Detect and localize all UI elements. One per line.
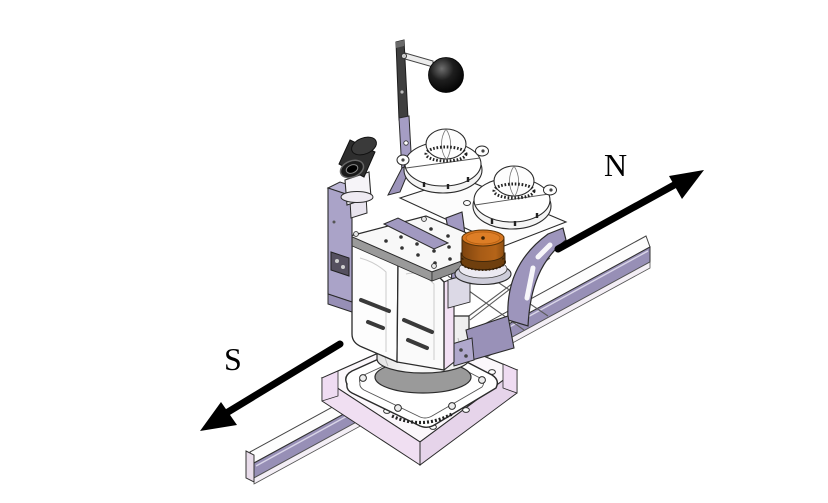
- flange-serration: [391, 412, 453, 425]
- north-arrow-head: [669, 170, 704, 199]
- pyr2-shade-ring: [492, 182, 536, 200]
- connector-box: [330, 251, 350, 277]
- pyr1-glass-dome: [425, 128, 467, 160]
- orange-top-dot: [481, 236, 485, 240]
- shading-ball-assembly: [382, 39, 464, 250]
- pyranometer-2: [472, 165, 557, 230]
- ball-rod: [404, 52, 434, 68]
- body-vent-slots: [359, 298, 434, 350]
- sensor-cap-top: [351, 136, 377, 156]
- south-arrow-head: [200, 402, 237, 431]
- front-arm: [507, 227, 567, 327]
- south-label: S: [224, 341, 242, 377]
- sight-sensor: [338, 136, 377, 219]
- base-plate-left-notch: [321, 370, 339, 402]
- shading-ball: [428, 57, 464, 93]
- pyranometer-1: [396, 128, 489, 194]
- rail-left-end-cap: [245, 450, 255, 483]
- arm-upper-bar: [395, 39, 409, 121]
- pyr2-glass-dome: [493, 165, 535, 197]
- connector-pin: [341, 265, 345, 269]
- sensor-flange: [340, 191, 374, 203]
- north-label: N: [604, 147, 627, 183]
- pyr2-leveling-feet: [490, 213, 539, 226]
- base-plate-right-notch: [502, 363, 518, 394]
- north-arrow-shaft: [554, 180, 680, 253]
- south-arrow: [200, 340, 344, 431]
- sensor-aperture: [345, 164, 359, 174]
- rod-pin: [400, 52, 408, 60]
- connector-pin: [335, 259, 339, 263]
- south-arrow-shaft: [224, 340, 344, 416]
- pyr1-shade-ring: [424, 145, 468, 163]
- pyr-plate-hole: [463, 200, 471, 206]
- arm-slot-1: [524, 265, 536, 301]
- north-arrow: [554, 170, 704, 253]
- orange-sensor: [447, 229, 512, 309]
- arm-slot-2: [535, 242, 553, 260]
- pyr2-disc-seam: [474, 193, 550, 206]
- pyr1-leveling-feet: [422, 177, 470, 189]
- arm-top-cap: [396, 40, 404, 48]
- bracket-foot: [327, 293, 353, 313]
- pyr1-disc-seam: [405, 157, 481, 169]
- arm-diagonal-strut: [382, 217, 450, 250]
